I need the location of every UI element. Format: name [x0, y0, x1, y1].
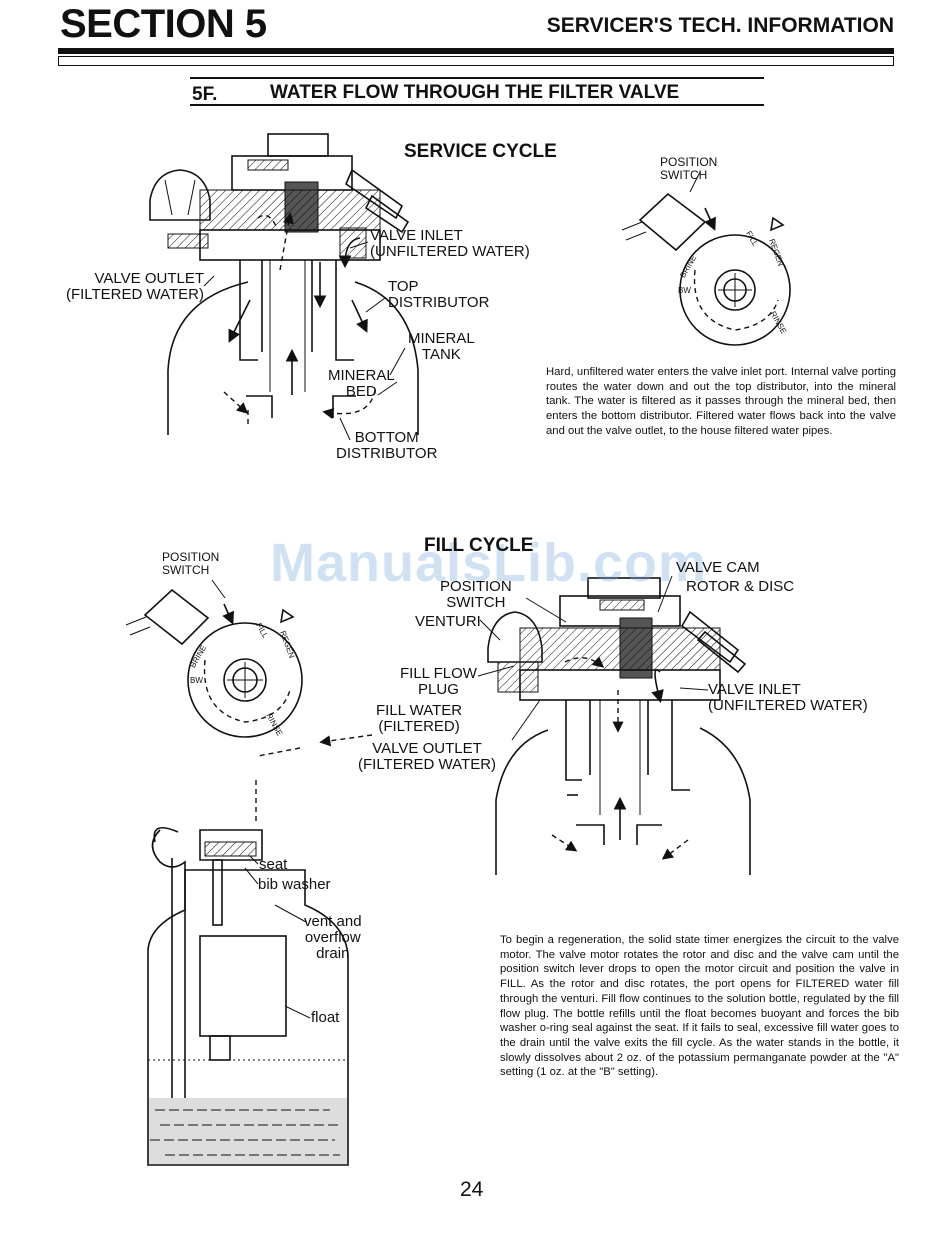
service-cycle-description: Hard, unfiltered water enters the valve … [546, 366, 896, 437]
venturi-label: VENTURI [415, 613, 481, 630]
section-subtitle: SERVICER'S TECH. INFORMATION [546, 14, 894, 37]
valve-cam-label: VALVE CAM [676, 559, 760, 576]
bib-washer-label: bib washer [258, 876, 331, 893]
top-distributor-label: TOP DISTRIBUTOR [388, 278, 490, 311]
fill-dial-bw-mark: BW [190, 676, 203, 685]
float-label: float [311, 1009, 340, 1026]
service-valve-drawing [149, 133, 419, 441]
fill-water-label: FILL WATER (FILTERED) [376, 702, 463, 735]
subsection-rule-bottom [190, 104, 764, 106]
service-cycle-title: SERVICE CYCLE [404, 141, 557, 162]
mineral-bed-label: MINERAL BED [328, 367, 395, 400]
rotor-disc-label: ROTOR & DISC [686, 578, 795, 595]
service-valve-inlet-label: VALVE INLET (UNFILTERED WATER) [370, 227, 530, 260]
solution-bottle-drawing [147, 780, 349, 1166]
page-number: 24 [460, 1178, 484, 1201]
fill-cycle-description: To begin a regeneration, the solid state… [500, 934, 899, 1079]
fill-position-switch-label: POSITION SWITCH [440, 578, 512, 611]
subsection-number: 5F. [192, 84, 218, 105]
service-dial-drawing [621, 171, 791, 346]
header-rule-box [58, 56, 894, 66]
header-rule [58, 48, 894, 54]
service-dial-bw-mark: BW [678, 286, 691, 295]
fill-valve-outlet-label: VALVE OUTLET (FILTERED WATER) [358, 740, 497, 773]
fill-dial-drawing [125, 579, 373, 757]
watermark: ManualsLib.com [270, 533, 708, 593]
fill-valve-drawing [477, 575, 751, 875]
service-position-switch-label: POSITION SWITCH [660, 155, 718, 182]
seat-label: seat [259, 856, 288, 873]
subsection-rule-top [190, 77, 764, 79]
subsection-title: WATER FLOW THROUGH THE FILTER VALVE [270, 82, 680, 103]
fill-flow-plug-label: FILL FLOW PLUG [400, 665, 477, 698]
bottom-distributor-label: BOTTOM DISTRIBUTOR [336, 429, 438, 462]
fill-valve-inlet-label: VALVE INLET (UNFILTERED WATER) [708, 681, 868, 714]
section-title: SECTION 5 [60, 2, 267, 46]
mineral-tank-label: MINERAL TANK [408, 330, 475, 363]
fill-cycle-title: FILL CYCLE [424, 535, 534, 556]
fill-left-position-switch-label: POSITION SWITCH [162, 550, 220, 577]
service-valve-outlet-label: VALVE OUTLET (FILTERED WATER) [65, 270, 204, 303]
vent-overflow-drain-label: vent and overflow drain [304, 913, 362, 962]
